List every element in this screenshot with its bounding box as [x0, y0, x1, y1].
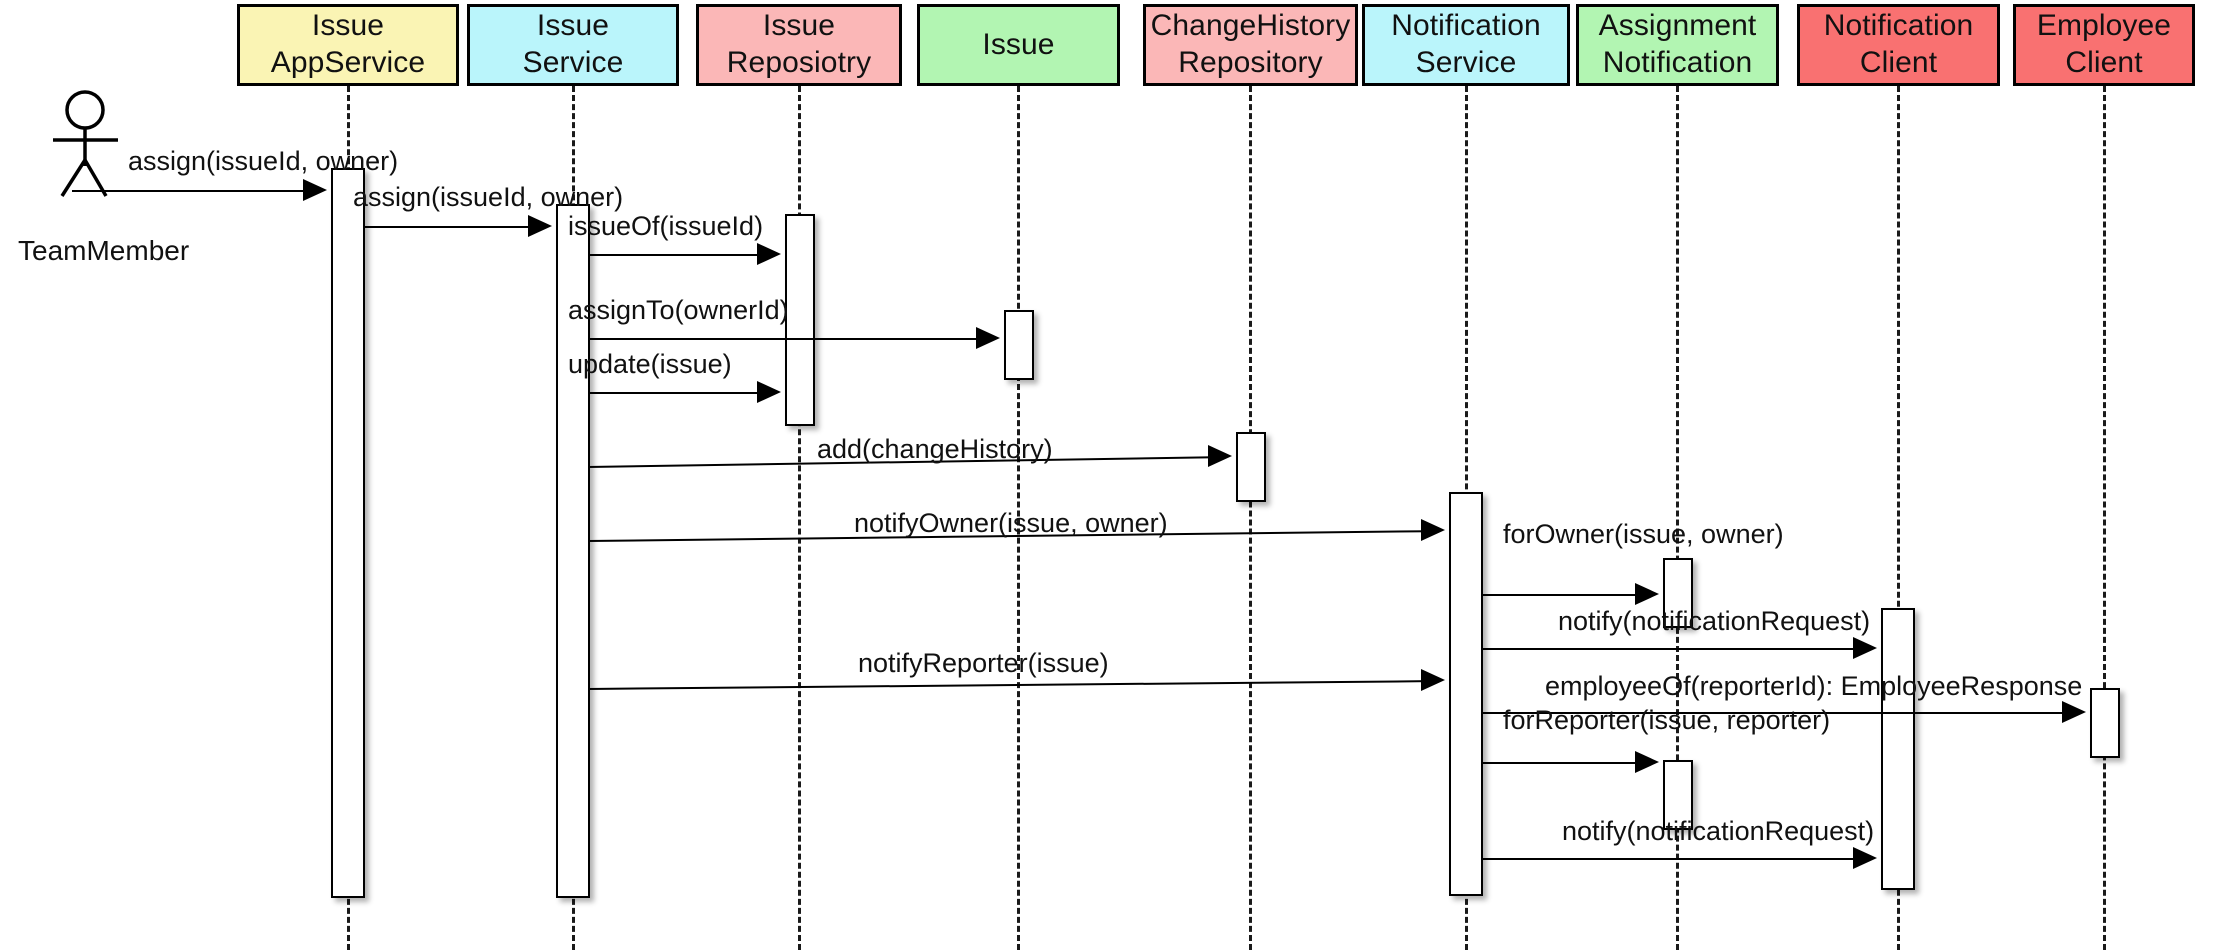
participant-label-line1: Notification — [1391, 9, 1541, 43]
activation-bar-issue — [1004, 310, 1034, 380]
participant-label-line1: Issue — [982, 27, 1055, 61]
participant-label-line2: Notification — [1602, 46, 1753, 79]
message-arrow-m11 — [1483, 712, 2068, 714]
lifeline-issue — [1017, 86, 1020, 950]
participant-label-line1: ChangeHistory — [1150, 9, 1351, 43]
lifeline-changeHistoryRepository — [1249, 86, 1252, 950]
participant-label-line2: Repository — [1178, 46, 1323, 79]
actor-name-label: TeamMember — [18, 235, 190, 266]
message-label-m5: update(issue) — [568, 349, 732, 379]
message-arrowhead-m5 — [757, 381, 781, 403]
message-arrow-m3 — [588, 254, 763, 256]
message-arrowhead-m7 — [1421, 519, 1445, 541]
participant-label-line2: Service — [522, 46, 624, 79]
lifeline-assignmentNotification — [1676, 86, 1679, 950]
activation-bar-issueService — [556, 204, 590, 898]
participant-label-line1: Issue — [311, 9, 385, 43]
message-arrow-m5 — [588, 392, 763, 394]
message-label-m7: notifyOwner(issue, owner) — [854, 508, 1168, 538]
message-arrow-m1 — [72, 190, 309, 192]
participant-label-line1: Notification — [1823, 9, 1974, 43]
message-arrowhead-m9 — [1853, 637, 1877, 659]
activation-bar-assignmentNotification — [1663, 760, 1693, 830]
message-label-m11: employeeOf(reporterId): EmployeeResponse — [1545, 671, 2083, 701]
message-label-m1: assign(issueId, owner) — [128, 146, 399, 176]
message-label-m4: assignTo(ownerId) — [568, 295, 789, 325]
message-arrowhead-m6 — [1208, 445, 1232, 467]
message-arrow-m4 — [588, 338, 982, 340]
participant-label-line1: Issue — [762, 9, 836, 43]
message-label-m3: issueOf(issueId) — [568, 211, 764, 241]
participant-label-line2: Client — [1859, 46, 1938, 79]
participant-label-line2: Client — [2065, 46, 2143, 79]
message-arrowhead-m10 — [1421, 669, 1445, 691]
participant-label-line1: Employee — [2036, 9, 2172, 43]
message-arrow-m8 — [1483, 594, 1641, 596]
message-arrowhead-m11 — [2062, 701, 2086, 723]
message-arrowhead-m1 — [303, 179, 327, 201]
participant-label-line1: Issue — [536, 9, 610, 43]
activation-bar-notificationService — [1449, 492, 1483, 896]
message-label-m12: forReporter(issue, reporter) — [1503, 705, 1831, 735]
message-arrow-m9 — [1483, 648, 1859, 650]
activation-bar-changeHistoryRepository — [1236, 432, 1266, 502]
message-label-m10: notifyReporter(issue) — [858, 648, 1109, 678]
activation-bar-issueRepository — [785, 214, 815, 426]
message-label-m9: notify(notificationRequest) — [1558, 606, 1871, 636]
participant-label-line2: Reposiotry — [726, 46, 872, 79]
message-label-m6: add(changeHistory) — [817, 434, 1053, 464]
participant-label-line1: Assignment — [1598, 9, 1757, 43]
stick-figure-actor-icon — [40, 88, 150, 213]
message-arrowhead-m4 — [976, 327, 1000, 349]
message-arrow-m2 — [363, 226, 534, 228]
participant-header-issue[interactable]: Issue — [917, 4, 1120, 86]
message-arrowhead-m12 — [1635, 751, 1659, 773]
message-label-m13: notify(notificationRequest) — [1562, 816, 1875, 846]
lifeline-issueRepository — [798, 86, 801, 950]
message-arrowhead-m2 — [528, 215, 552, 237]
message-arrow-m10 — [587, 680, 1428, 690]
lifeline-notificationClient — [1897, 86, 1900, 950]
message-label-m2: assign(issueId, owner) — [353, 182, 624, 212]
activation-bar-assignmentNotification — [1663, 558, 1693, 628]
activation-bar-notificationClient — [1881, 608, 1915, 890]
message-arrow-m12 — [1483, 762, 1641, 764]
participant-label-line2: Service — [1415, 46, 1517, 79]
message-arrow-m13 — [1483, 858, 1859, 860]
message-arrowhead-m8 — [1635, 583, 1659, 605]
message-arrowhead-m13 — [1853, 847, 1877, 869]
message-arrowhead-m3 — [757, 243, 781, 265]
participant-label-line2: AppService — [270, 46, 426, 79]
activation-bar-employeeClient — [2090, 688, 2120, 758]
activation-bar-issueAppService — [331, 168, 365, 898]
lifeline-employeeClient — [2103, 86, 2106, 950]
message-label-m8: forOwner(issue, owner) — [1503, 519, 1784, 549]
